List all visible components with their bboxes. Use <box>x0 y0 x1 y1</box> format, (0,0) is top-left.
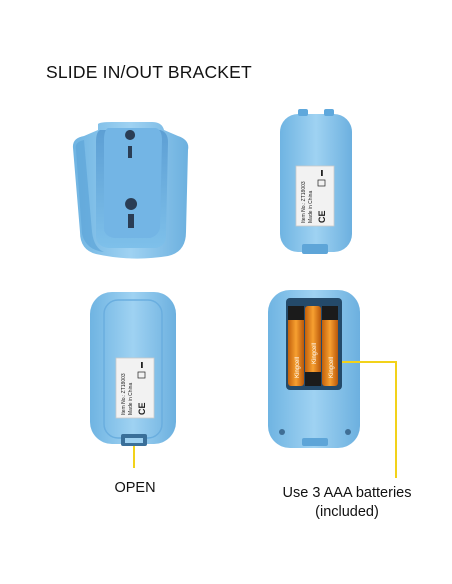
bracket <box>72 122 189 259</box>
label-line2: Made in China <box>128 383 134 415</box>
label-line1: Item No.: ZT18003 <box>121 373 127 415</box>
label-ce: CE <box>317 210 327 223</box>
battery-3: Kingcell <box>322 306 338 386</box>
battery-2: Kingcell <box>305 306 321 386</box>
bin-icon <box>317 179 326 187</box>
label-line2: Made in China <box>308 191 314 223</box>
battery-brand: Kingcell <box>329 357 335 378</box>
battery-1: Kingcell <box>288 306 304 386</box>
open-caption: OPEN <box>114 480 156 496</box>
bin-icon <box>137 371 146 379</box>
battery-caption-line2: (included) <box>315 504 379 520</box>
page-title: SLIDE IN/OUT BRACKET <box>46 62 252 82</box>
keyhole-bottom-icon <box>125 198 138 228</box>
battery-brand: Kingcell <box>295 357 301 378</box>
device-open: Kingcell Kingcell Kingcell <box>268 290 397 478</box>
device-back-bottom: Item No.: ZT18003 Made in China CE <box>90 292 176 468</box>
battery-brand: Kingcell <box>312 343 318 364</box>
device-back-top: Item No.: ZT18003 Made in China CE <box>280 109 352 254</box>
battery-caption: Use 3 AAA batteries (included) <box>262 484 432 522</box>
label-ce: CE <box>137 402 147 415</box>
keyhole-top-icon <box>125 130 136 158</box>
label-line1: Item No.: ZT18003 <box>301 181 307 223</box>
battery-caption-line1: Use 3 AAA batteries <box>282 485 412 501</box>
